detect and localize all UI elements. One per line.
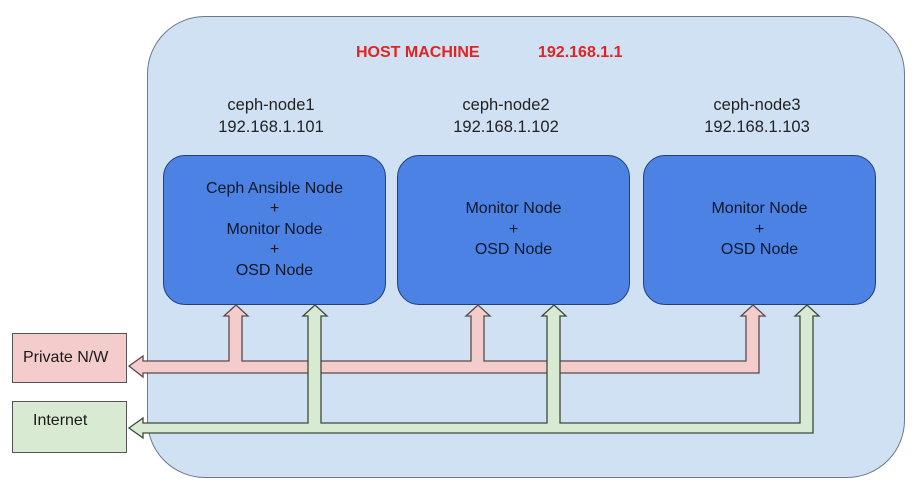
node3-name: ceph-node3 <box>713 96 801 114</box>
node2-plus: + <box>508 220 519 238</box>
node1-label: ceph-node1 192.168.1.101 <box>171 94 371 138</box>
node3-box: Monitor Node + OSD Node <box>643 155 876 305</box>
host-machine-ip: 192.168.1.1 <box>538 44 623 61</box>
node3-plus: + <box>754 220 765 238</box>
node3-role: Monitor Node <box>711 200 808 218</box>
node2-role: Monitor Node <box>465 200 562 218</box>
node1-name: ceph-node1 <box>227 96 315 114</box>
node2-ip: 192.168.1.102 <box>453 118 559 136</box>
internet-label: Internet <box>33 412 88 429</box>
private-network-label: Private N/W <box>23 349 109 366</box>
private-network-box: Private N/W <box>12 333 127 383</box>
node3-role: OSD Node <box>720 241 799 259</box>
host-machine-title: HOST MACHINE <box>356 44 480 61</box>
node1-role: Ceph Ansible Node <box>206 179 343 197</box>
private-network-bus <box>127 304 767 379</box>
node2-name: ceph-node2 <box>462 96 550 114</box>
node1-ip: 192.168.1.101 <box>218 118 324 136</box>
node2-box: Monitor Node + OSD Node <box>397 155 630 305</box>
internet-bus <box>127 304 821 440</box>
internet-box: Internet <box>12 401 127 453</box>
node3-label: ceph-node3 192.168.1.103 <box>657 94 857 138</box>
node3-ip: 192.168.1.103 <box>704 118 810 136</box>
node2-role: OSD Node <box>474 241 553 259</box>
node1-plus: + <box>269 241 280 259</box>
node1-box: Ceph Ansible Node + Monitor Node + OSD N… <box>163 155 386 305</box>
node1-plus: + <box>269 200 280 218</box>
node2-label: ceph-node2 192.168.1.102 <box>406 94 606 138</box>
node1-role: OSD Node <box>235 261 314 279</box>
node1-role: Monitor Node <box>226 220 323 238</box>
